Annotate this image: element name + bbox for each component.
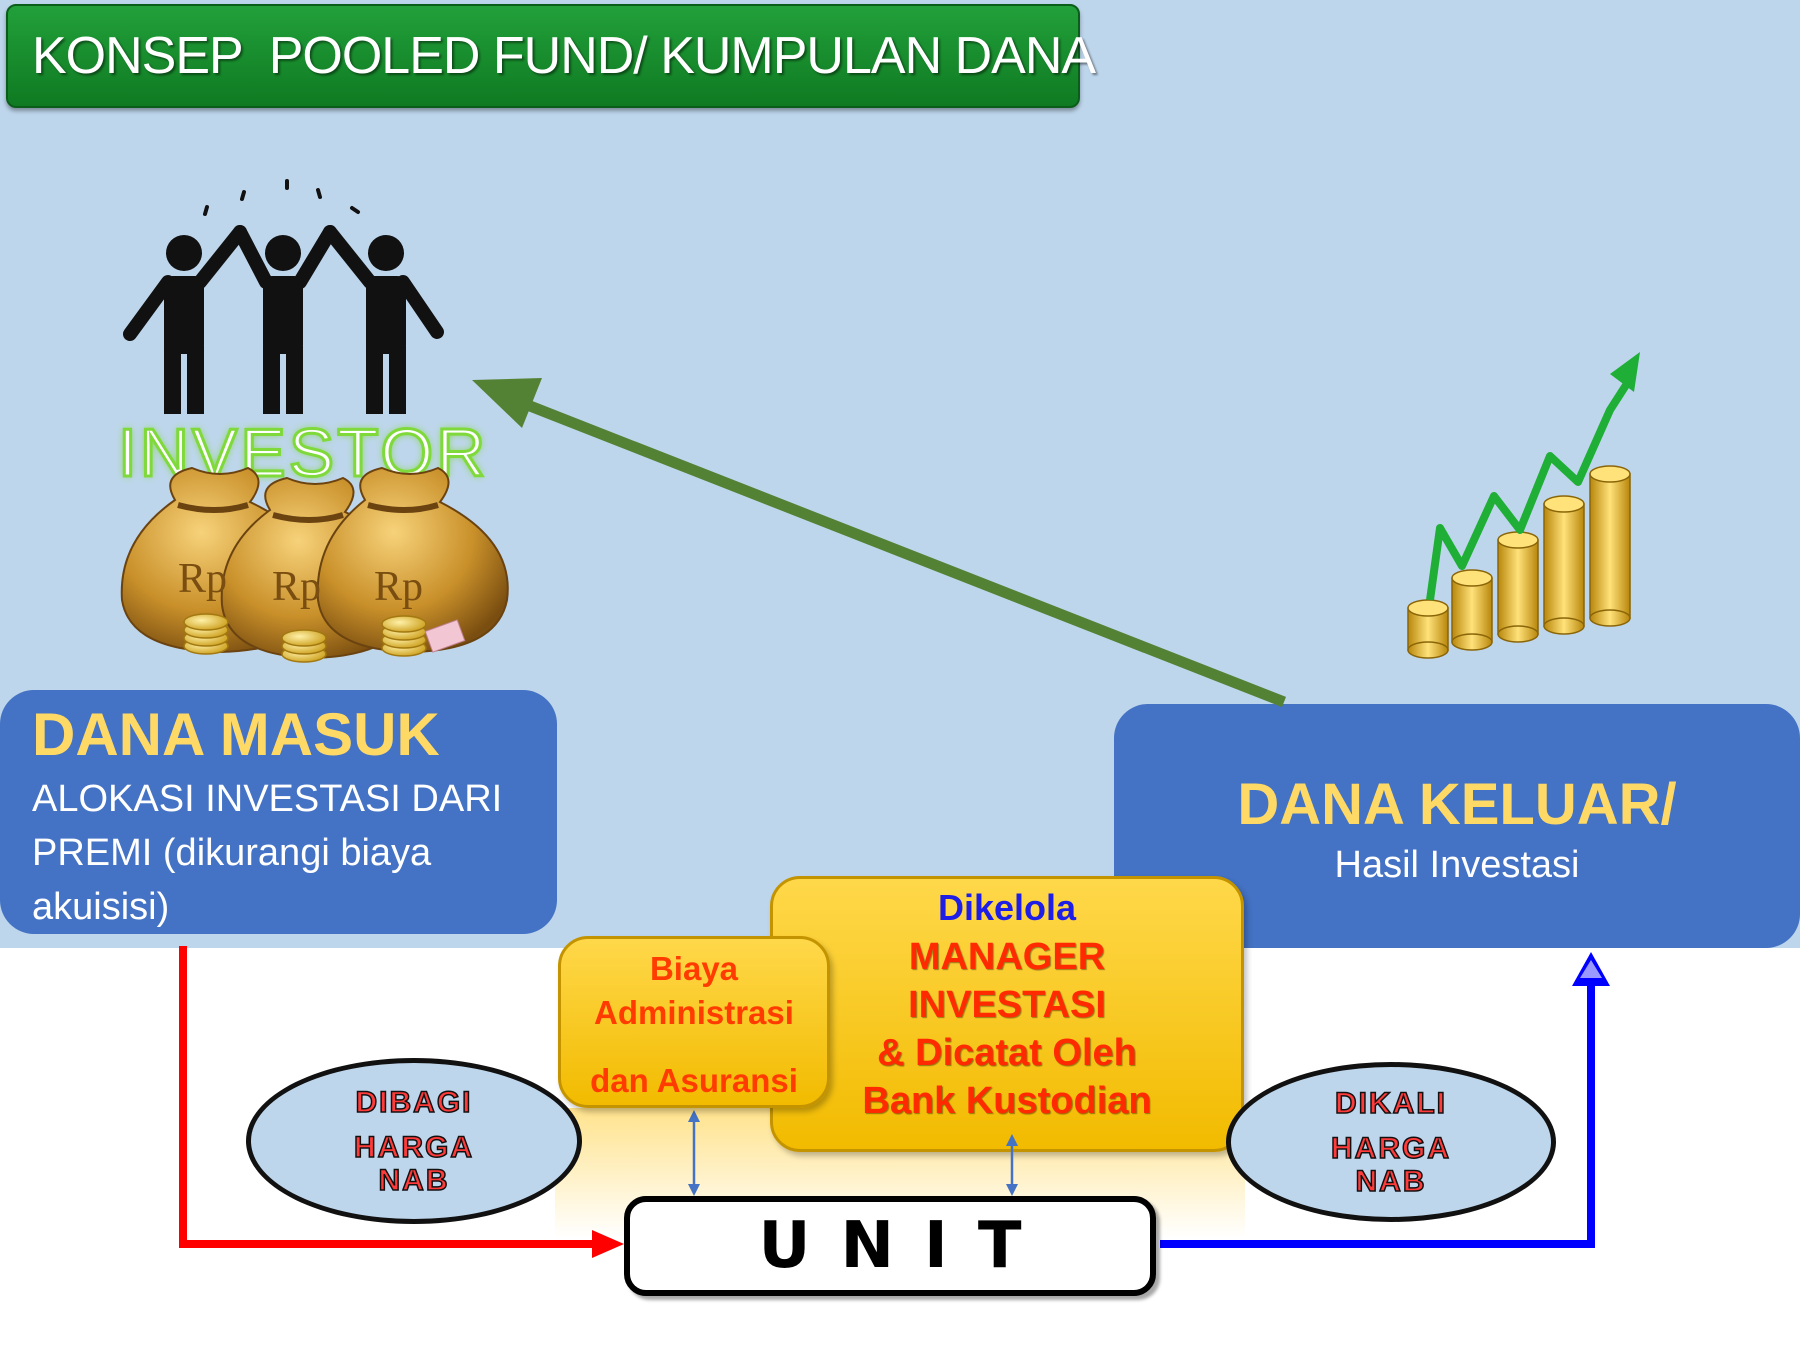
- dibagi-harga-nab-ellipse: DIBAGI HARGA NAB: [246, 1058, 582, 1224]
- manager-investasi-box: Dikelola MANAGER INVESTASI & Dicatat Ole…: [770, 876, 1244, 1152]
- manager-line: & Dicatat Oleh: [877, 1032, 1137, 1074]
- dana-masuk-heading: DANA MASUK: [32, 701, 440, 768]
- dana-keluar-heading: DANA KELUAR/: [1237, 772, 1677, 837]
- bag-label: Rp: [272, 564, 321, 610]
- ellipse-line: DIBAGI: [355, 1085, 473, 1120]
- dana-masuk-line: PREMI (dikurangi biaya: [32, 832, 432, 874]
- unit-box: UNIT: [624, 1196, 1156, 1296]
- manager-line: INVESTASI: [908, 984, 1106, 1026]
- unit-label: UNIT: [758, 1209, 1052, 1283]
- dikelola-label: Dikelola: [937, 887, 1077, 928]
- ellipse-line: NAB: [1355, 1164, 1427, 1199]
- dikali-harga-nab-ellipse: DIKALI HARGA NAB: [1226, 1062, 1556, 1222]
- dana-masuk-line: akuisisi): [32, 886, 170, 928]
- manager-line: Bank Kustodian: [862, 1080, 1152, 1122]
- bag-label: Rp: [178, 556, 227, 602]
- title-banner: KONSEP POOLED FUND/ KUMPULAN DANA: [6, 4, 1096, 108]
- ellipse-line: NAB: [378, 1163, 450, 1198]
- dana-masuk-line: ALOKASI INVESTASI DARI: [32, 778, 503, 820]
- biaya-line: dan Asuransi: [590, 1062, 798, 1099]
- ellipse-line: DIKALI: [1334, 1086, 1447, 1121]
- biaya-line: Biaya: [649, 950, 739, 987]
- dana-keluar-subtitle: Hasil Investasi: [1334, 844, 1580, 886]
- bag-label: Rp: [374, 564, 423, 610]
- manager-line: MANAGER: [908, 936, 1106, 978]
- ellipse-line: HARGA: [1330, 1131, 1451, 1166]
- biaya-box: Biaya Administrasi dan Asuransi: [558, 936, 830, 1108]
- biaya-line: Administrasi: [594, 994, 794, 1031]
- dana-masuk-description: ALOKASI INVESTASI DARI PREMI (dikurangi …: [32, 772, 532, 934]
- dana-masuk-box: DANA MASUK ALOKASI INVESTASI DARI PREMI …: [0, 690, 557, 934]
- ellipse-line: HARGA: [353, 1130, 474, 1165]
- page-title: KONSEP POOLED FUND/ KUMPULAN DANA: [32, 27, 1096, 85]
